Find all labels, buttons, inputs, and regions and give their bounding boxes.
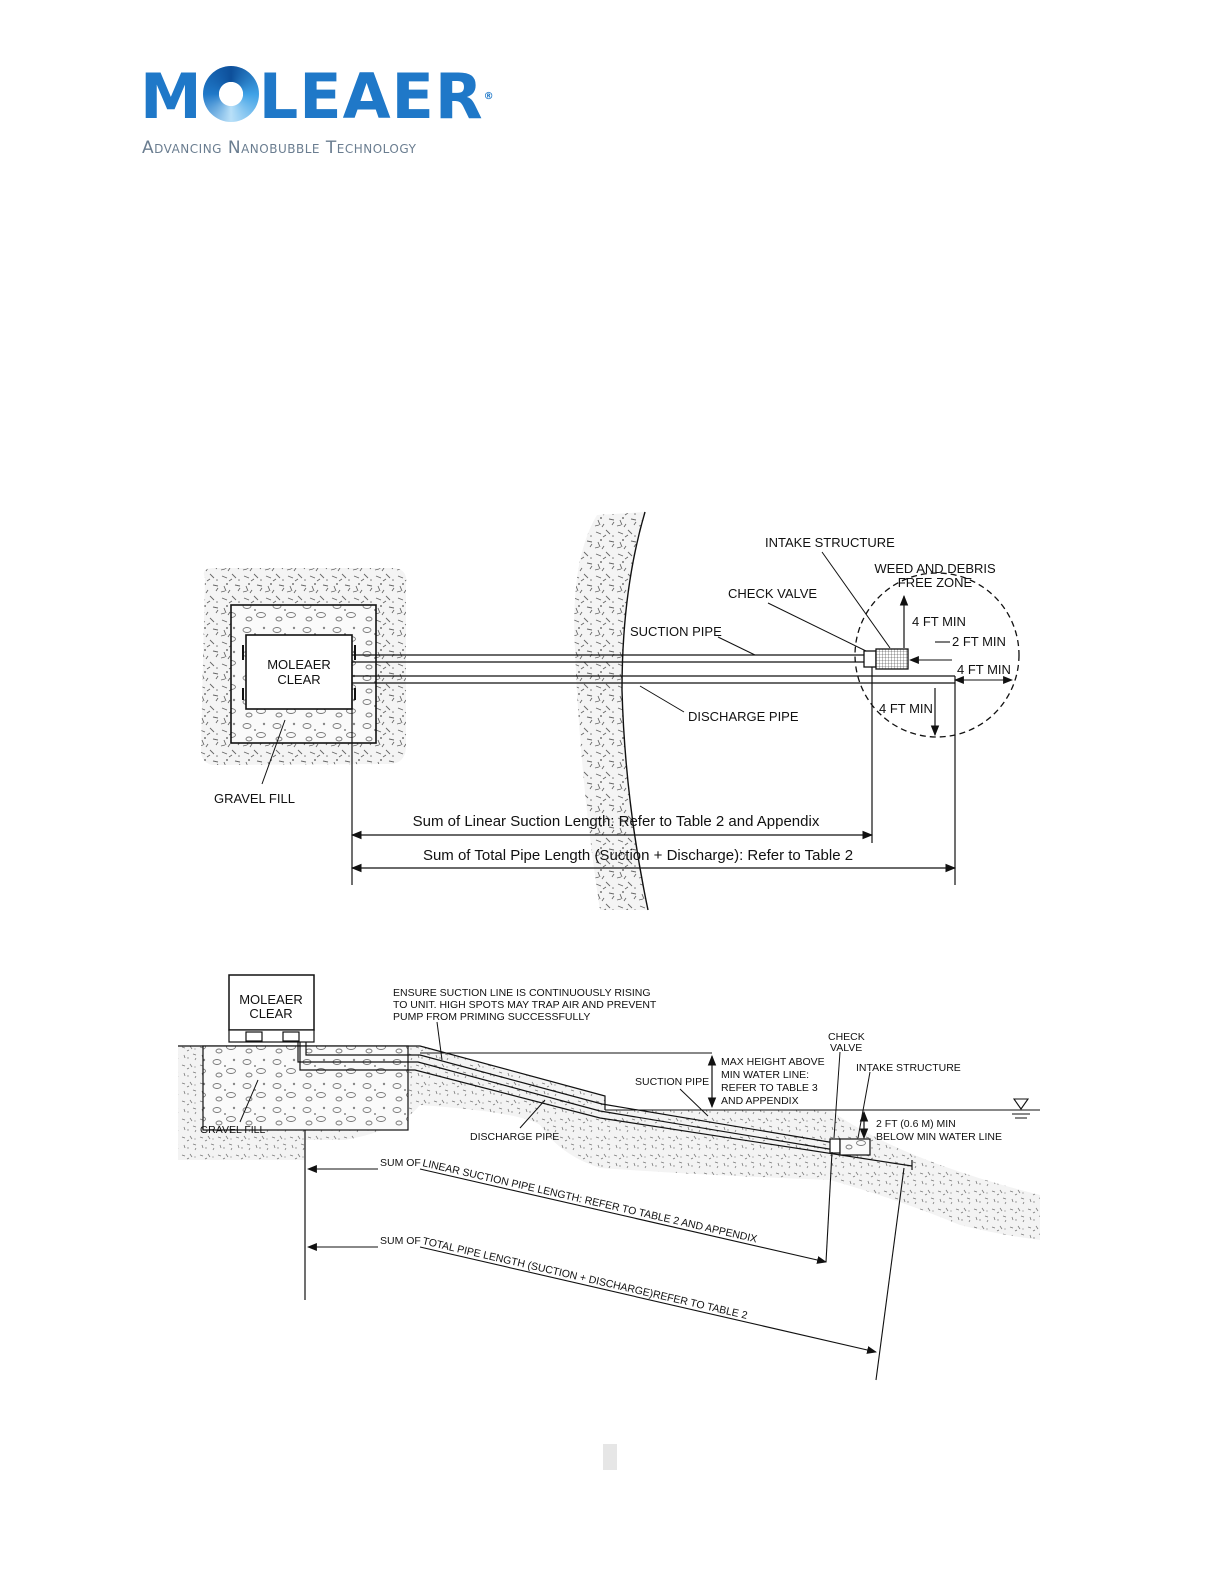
- section-discharge-pipe-label: DISCHARGE PIPE: [470, 1131, 559, 1143]
- section-check-label-2: VALVE: [830, 1042, 862, 1054]
- plan-shoreline: [574, 512, 648, 910]
- section-gravel-fill-label: GRAVEL FILL: [200, 1124, 266, 1136]
- section-suction-pipe-label: SUCTION PIPE: [635, 1076, 709, 1088]
- section-intake-screen: [839, 1138, 871, 1156]
- section-max-label-4: AND APPENDIX: [721, 1095, 799, 1107]
- plan-total-pipe-label: Sum of Total Pipe Length (Suction + Disc…: [423, 847, 853, 864]
- section-sum-of-label-1: SUM OF: [380, 1157, 421, 1169]
- section-max-label-1: MAX HEIGHT ABOVE: [721, 1056, 825, 1068]
- section-max-label-3: REFER TO TABLE 3: [721, 1082, 818, 1094]
- water-level-icon: [1012, 1098, 1030, 1110]
- plan-linear-suction-label: Sum of Linear Suction Length: Refer to T…: [413, 813, 820, 830]
- section-total-pipe-label: TOTAL PIPE LENGTH (SUCTION + DISCHARGE)R…: [421, 1235, 748, 1322]
- plan-dim-bottom-label: 4 FT MIN: [879, 701, 933, 716]
- plan-check-valve: [863, 650, 877, 668]
- plan-unit-label-2: CLEAR: [277, 672, 320, 687]
- plan-intake-structure-label: INTAKE STRUCTURE: [765, 535, 895, 550]
- section-depth-label-1: 2 FT (0.6 M) MIN: [876, 1118, 956, 1130]
- section-gravel-pit: [202, 1045, 409, 1131]
- section-note-line-2: TO UNIT. HIGH SPOTS MAY TRAP AIR AND PRE…: [393, 999, 657, 1011]
- plan-discharge-pipe-label: DISCHARGE PIPE: [688, 709, 799, 724]
- section-check-valve: [829, 1138, 841, 1154]
- section-unit-label-1: MOLEAER: [239, 992, 303, 1007]
- section-check-label-1: CHECK: [828, 1031, 865, 1043]
- section-depth-label-2: BELOW MIN WATER LINE: [876, 1131, 1002, 1143]
- section-view: MOLEAER CLEAR ENSURE SUCTION LINE IS CON…: [178, 974, 1040, 1381]
- section-note-line-3: PUMP FROM PRIMING SUCCESSFULLY: [393, 1011, 590, 1023]
- logo-registered-mark: ®: [483, 91, 495, 102]
- plan-intake-screen: [875, 648, 909, 670]
- section-unit-box: [228, 974, 315, 1031]
- molear-logo: M LEAER® Advancing Nanobubble Technology: [140, 62, 515, 162]
- plan-check-valve-label: CHECK VALVE: [728, 586, 817, 601]
- plan-dim-right-label: 4 FT MIN: [957, 662, 1011, 677]
- logo-swirl-icon: [202, 66, 259, 122]
- plan-dim-side-label: 2 FT MIN: [952, 634, 1006, 649]
- plan-weed-zone-label-2: FREE ZONE: [898, 575, 973, 590]
- logo-tagline: Advancing Nanobubble Technology: [142, 138, 417, 158]
- plan-weed-zone-label-1: WEED AND DEBRIS: [874, 561, 996, 576]
- plan-view: MOLEAER CLEAR INTAKE STRUCTURE WEED A: [200, 511, 1020, 911]
- plan-unit-label-1: MOLEAER: [267, 657, 331, 672]
- plan-weed-free-zone: [854, 572, 1020, 738]
- logo-letter-m: M: [140, 60, 203, 133]
- logo-wordmark: M LEAER®: [140, 62, 495, 132]
- section-note-line-1: ENSURE SUCTION LINE IS CONTINUOUSLY RISI…: [393, 987, 651, 999]
- section-intake-structure-label: INTAKE STRUCTURE: [856, 1062, 961, 1074]
- plan-suction-pipe-label: SUCTION PIPE: [630, 624, 722, 639]
- section-sum-of-label-2: SUM OF: [380, 1235, 421, 1247]
- plan-dim-top-label: 4 FT MIN: [912, 614, 966, 629]
- plan-gravel-fill-label: GRAVEL FILL: [214, 791, 295, 806]
- logo-letters: LEAER: [258, 60, 484, 133]
- plan-unit-box: [245, 634, 353, 710]
- section-unit-label-2: CLEAR: [249, 1006, 292, 1021]
- page-number-placeholder: [603, 1444, 617, 1470]
- section-max-label-2: MIN WATER LINE:: [721, 1069, 809, 1081]
